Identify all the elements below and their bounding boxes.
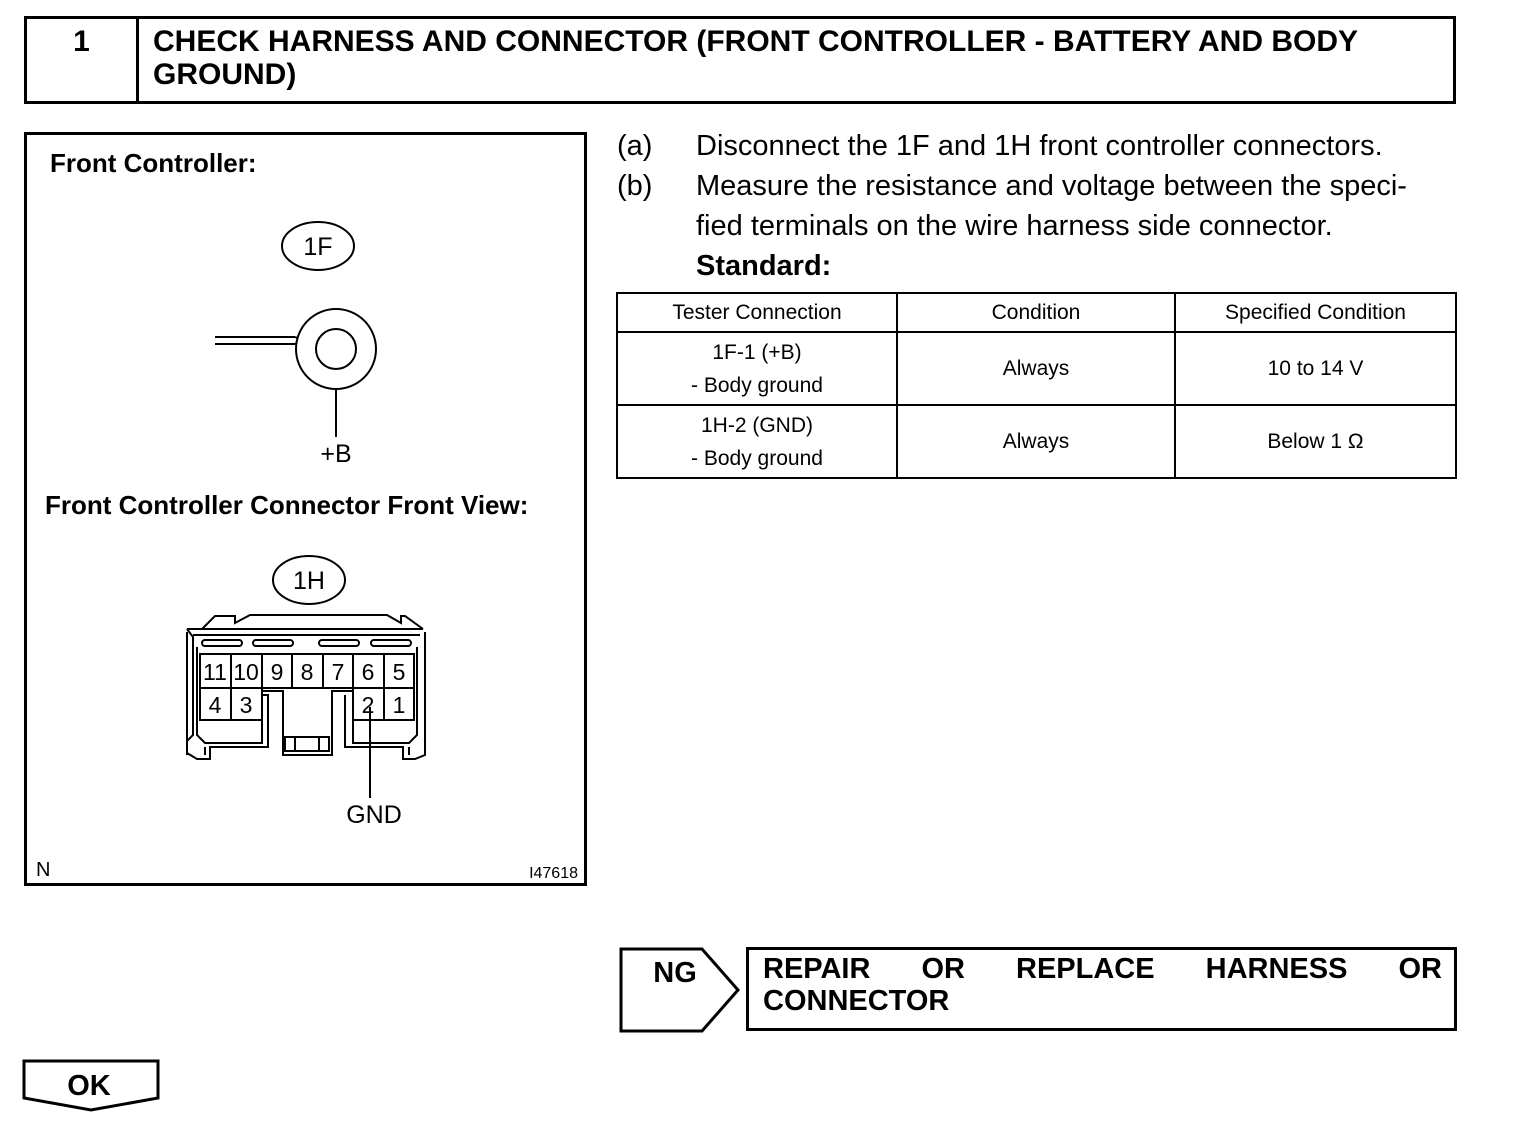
table-cell-specified: Below 1 Ω [1174,404,1457,479]
ok-arrow-shape [22,1059,160,1112]
pin-label: 3 [240,692,253,718]
tester-line2: - Body ground [691,374,823,397]
table-cell-condition: Always [896,404,1176,479]
connector-1h-label: 1H [293,567,325,595]
ng-label: NG [653,957,697,989]
ng-result-word: OR [921,953,965,985]
connector-body-icon [186,614,426,760]
table-row: 1H-2 (GND) - Body ground Always Below 1 … [616,404,1457,479]
table-cell-condition: Always [896,331,1176,406]
pin-label: 11 [203,659,227,685]
table-cell-tester: 1F-1 (+B) - Body ground [616,331,898,406]
tester-line1: 1F-1 (+B) [712,341,802,364]
table-header-row: Tester Connection Condition Specified Co… [616,292,1457,333]
ok-arrow[interactable]: OK [22,1058,162,1114]
table-cell-tester: 1H-2 (GND) - Body ground [616,404,898,479]
connector-front-view-title: Front Controller Connector Front View: [45,490,529,520]
spec-table: Tester Connection Condition Specified Co… [616,292,1457,479]
table-header: Tester Connection [616,292,898,333]
ng-result-line2: CONNECTOR [763,985,950,1017]
pin-label: 10 [233,659,259,685]
pin-label: 5 [393,659,406,685]
table-header: Specified Condition [1174,292,1457,333]
connector-diagram: 1F +B 1H [36,221,578,882]
pin-label: 8 [301,659,314,685]
step-title: CHECK HARNESS AND CONNECTOR (FRONT CONTR… [153,25,1358,91]
pin-grid [199,653,415,721]
ng-result-box: REPAIR OR REPLACE HARNESS OR CONNECTOR [746,947,1457,1031]
connector-1f-label: 1F [303,233,332,261]
pin-label: 7 [332,659,345,685]
instruction-b-line1: Measure the resistance and voltage betwe… [696,170,1407,202]
diagram-panel: 1F +B 1H [24,132,587,886]
corner-label: N [36,859,50,881]
step-header: 1 CHECK HARNESS AND CONNECTOR (FRONT CON… [24,16,1456,104]
ring-terminal-icon [215,308,377,437]
pin-label: 1 [393,692,406,718]
instruction-b-label: (b) [617,170,653,202]
connector-1h-oval [272,555,346,605]
ng-arrow[interactable]: NG [618,946,744,1034]
table-header: Condition [896,292,1176,333]
front-controller-title: Front Controller: [50,148,257,178]
standard-label: Standard: [696,250,832,282]
pin-label: 4 [209,692,222,718]
ng-result-word: REPAIR [763,953,871,985]
ng-result-word: HARNESS [1205,953,1348,985]
instruction-b-line2: fied terminals on the wire harness side … [696,210,1333,242]
terminal-plus-b-label: +B [320,440,351,468]
pin-label: 9 [271,659,284,685]
figure-id: I47618 [529,865,578,882]
ng-arrow-shape [619,947,740,1033]
table-cell-specified: 10 to 14 V [1174,331,1457,406]
pin-label: 2 [362,692,375,718]
pin-label: 6 [362,659,375,685]
step-number: 1 [27,19,139,101]
ng-result-word: OR [1398,953,1443,985]
instruction-a-label: (a) [617,130,653,162]
table-row: 1F-1 (+B) - Body ground Always 10 to 14 … [616,331,1457,406]
terminal-gnd-label: GND [346,801,402,829]
ng-result-line1: REPAIR OR REPLACE HARNESS OR [763,954,1442,985]
ng-result-word: REPLACE [1016,953,1155,985]
instruction-a-text: Disconnect the 1F and 1H front controlle… [696,130,1383,162]
ok-label: OK [67,1070,111,1102]
tester-line2: - Body ground [691,447,823,470]
connector-1f-oval [281,221,355,271]
tester-line1: 1H-2 (GND) [700,414,813,437]
